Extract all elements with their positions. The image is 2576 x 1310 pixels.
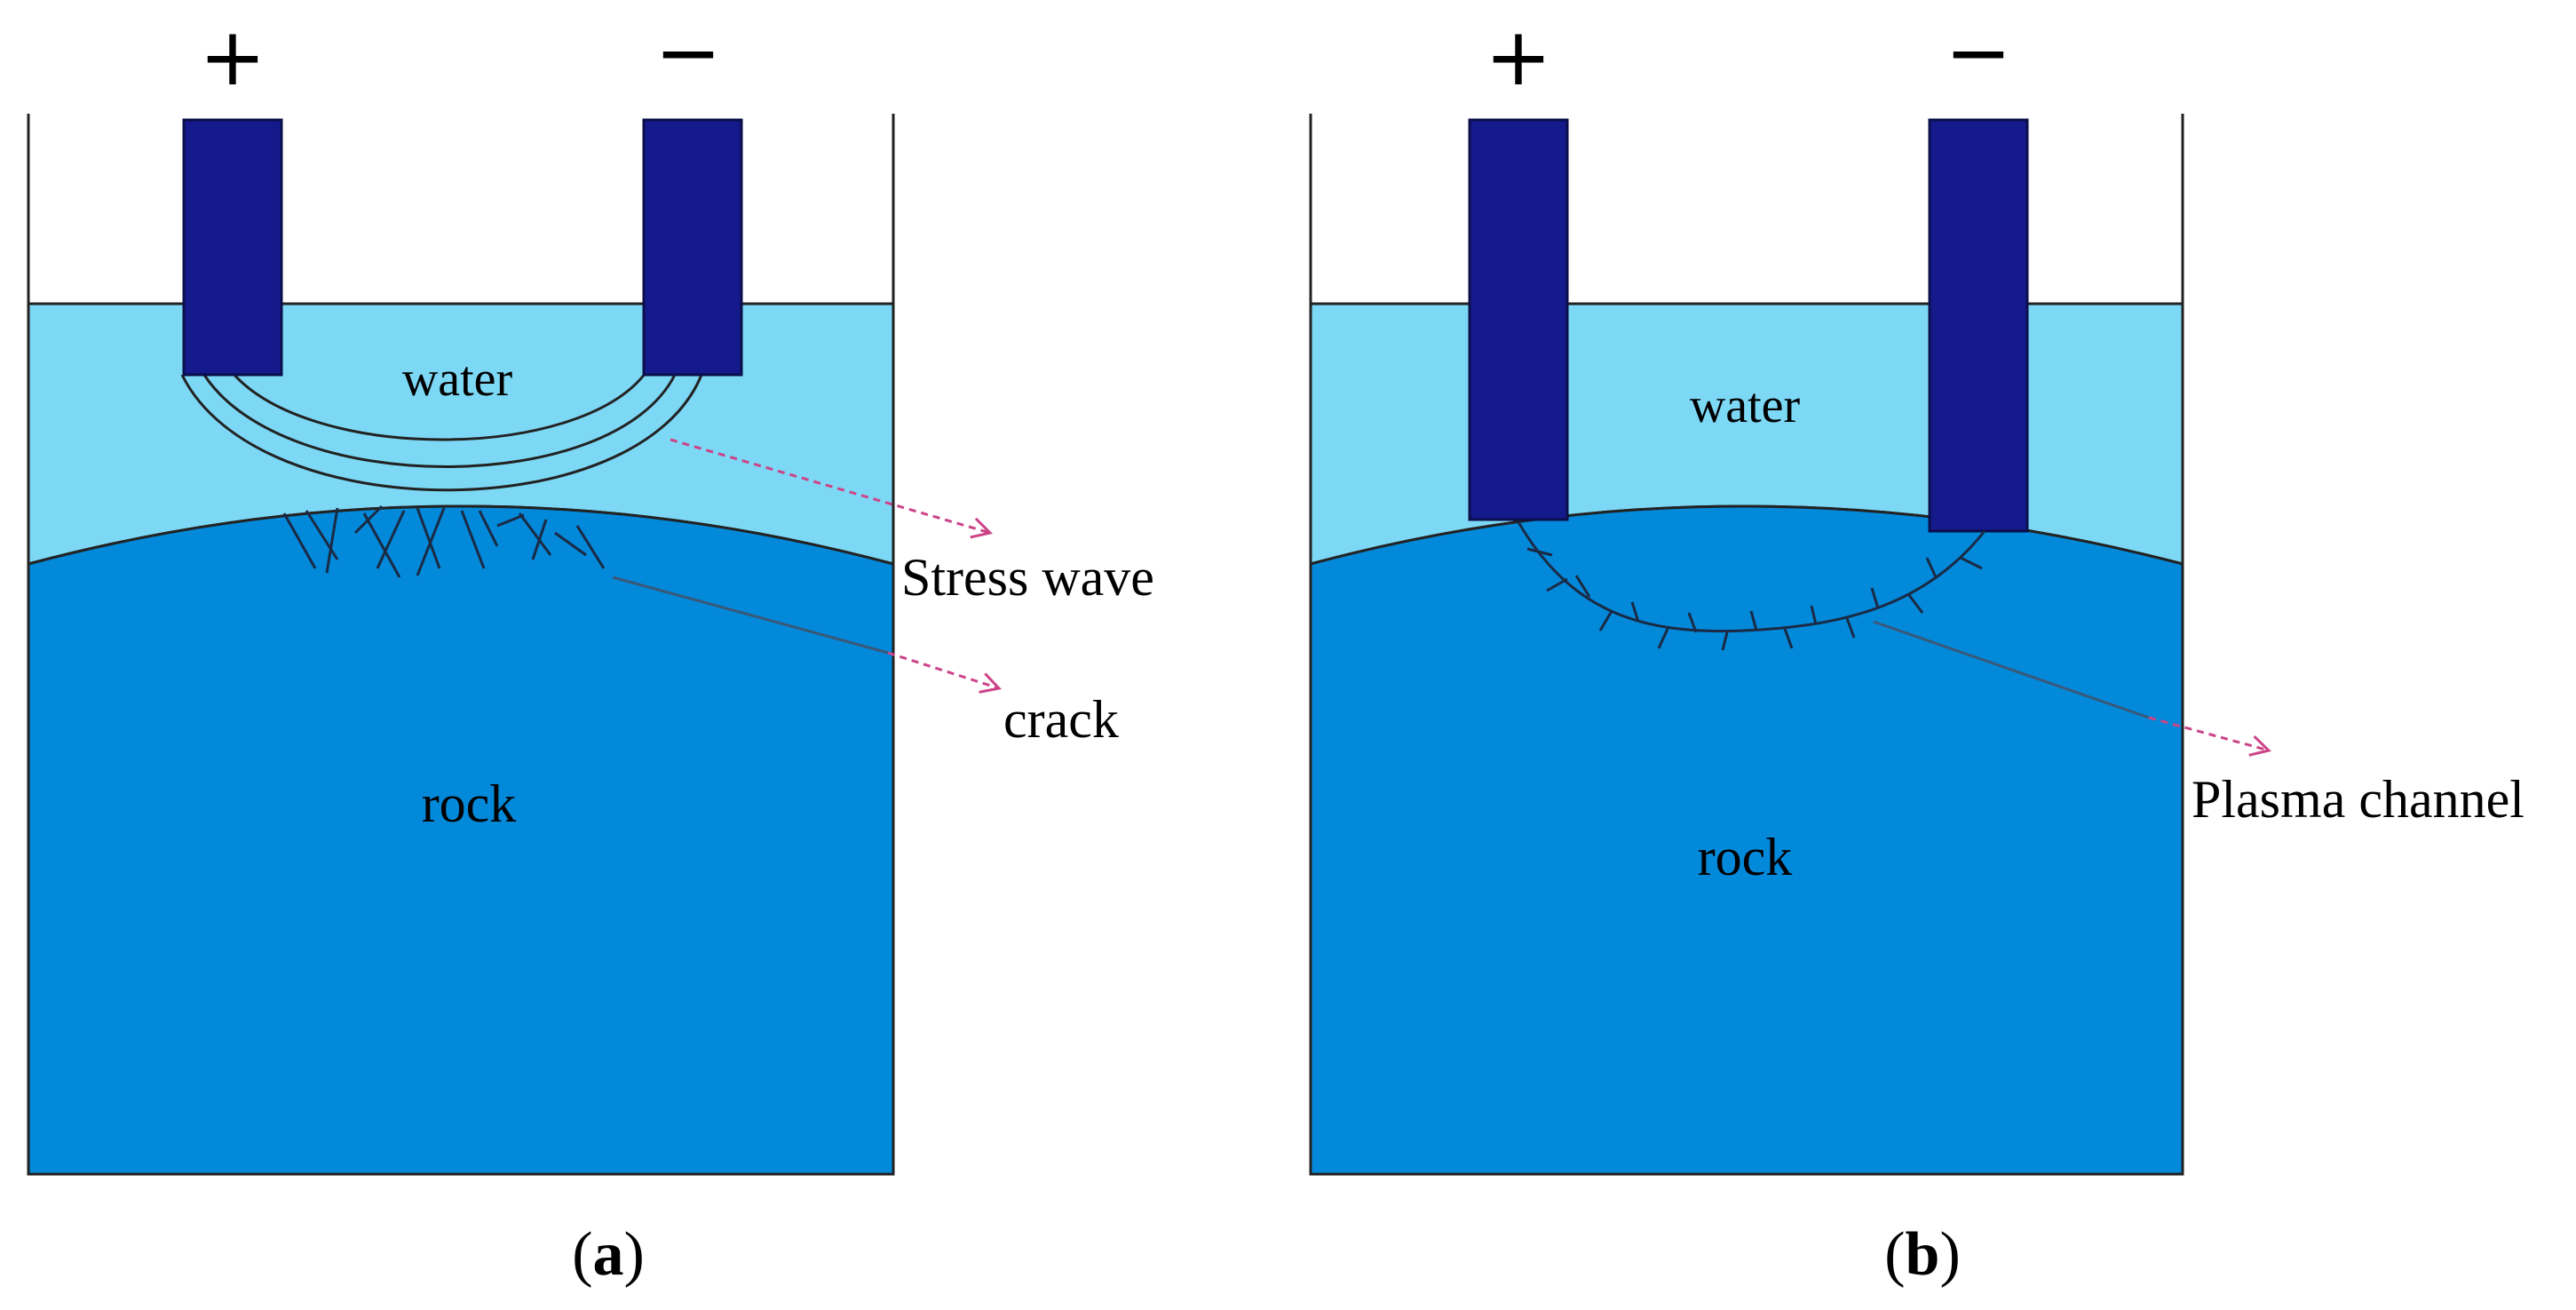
container-outline — [1309, 114, 2184, 1176]
negative-sign: − — [654, 6, 721, 99]
plasma-channel-path — [1517, 521, 1986, 651]
panel-label-a: (a) — [572, 1220, 645, 1289]
positive-sign: + — [199, 11, 266, 104]
negative-electrode — [1928, 118, 2029, 533]
positive-electrode — [1468, 118, 1569, 521]
panel-a: + − water rock Stress wave crack (a) — [27, 6, 1154, 1289]
panel-label-b: (b) — [1884, 1220, 1961, 1289]
plasma-channel-leader-line — [1873, 620, 2150, 719]
water-label: water — [402, 352, 513, 407]
panel-b: + − water rock Plasma channel (b) — [1309, 6, 2524, 1289]
plasma-channel-label: Plasma channel — [2192, 770, 2524, 829]
stress-wave-arcs — [180, 372, 703, 492]
rock-region — [27, 504, 895, 1176]
stress-wave-leader — [670, 438, 993, 539]
stress-wave-label: Stress wave — [901, 548, 1154, 607]
crack-lines — [282, 504, 606, 578]
negative-electrode — [642, 118, 743, 377]
crack-leader-line — [612, 576, 889, 655]
crack-leader — [887, 651, 1002, 694]
rock-label: rock — [1698, 828, 1793, 886]
plasma-channel-leader — [2148, 716, 2272, 757]
positive-electrode — [182, 118, 283, 377]
water-label: water — [1690, 378, 1801, 433]
negative-sign: − — [1945, 6, 2011, 99]
container-outline — [27, 114, 895, 1176]
positive-sign: + — [1485, 11, 1551, 104]
crack-label: crack — [1003, 690, 1119, 749]
rock-label: rock — [422, 774, 517, 833]
rock-region — [1309, 504, 2184, 1176]
